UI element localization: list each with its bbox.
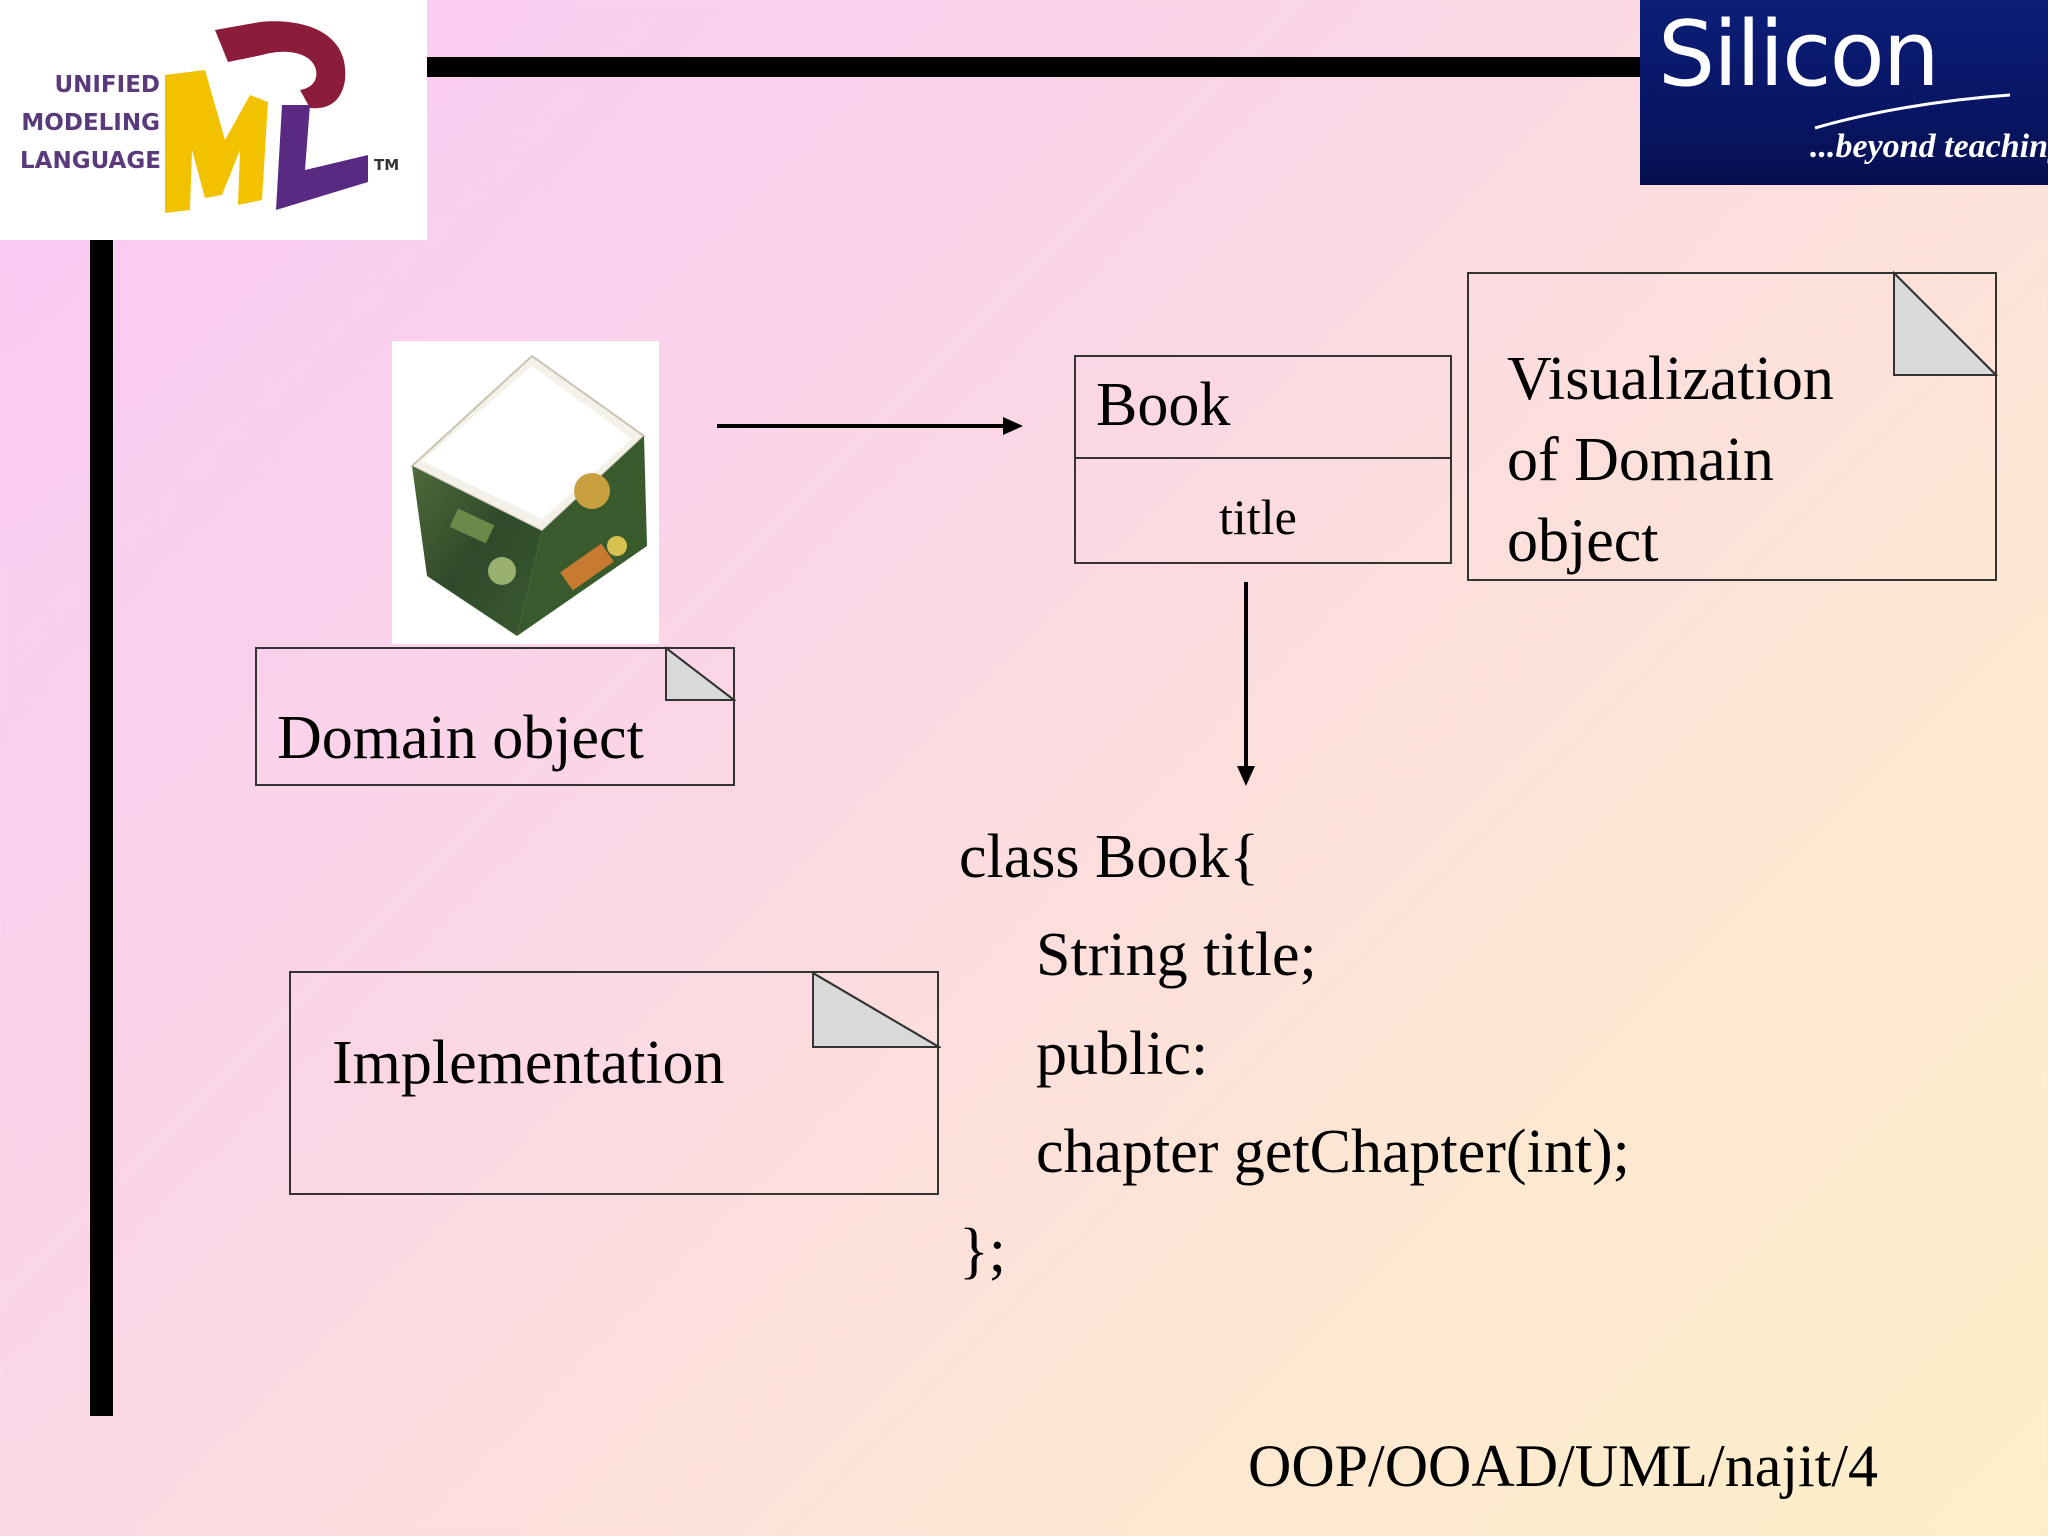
class-name: Book xyxy=(1096,371,1231,439)
trademark-mark: TM xyxy=(374,156,400,174)
left-rule xyxy=(90,238,113,1416)
slide-footer: OOP/OOAD/UML/najit/4 xyxy=(1248,1433,1878,1499)
code-line-access: public: xyxy=(1036,1020,1209,1088)
domain-object-label: Domain object xyxy=(277,704,644,772)
code-line-close: }; xyxy=(959,1217,1006,1285)
book-icon xyxy=(410,354,647,636)
domain-object-note xyxy=(255,647,735,786)
code-line-method: chapter getChapter(int); xyxy=(1036,1118,1630,1186)
silicon-logo-tagline: ...beyond teaching xyxy=(1810,128,2048,165)
class-box xyxy=(1074,355,1452,564)
arrow-right-icon xyxy=(717,417,1023,435)
visualization-line-3: object xyxy=(1507,507,1659,575)
uml-letters-icon xyxy=(165,21,368,213)
uml-logo: UNIFIED MODELING LANGUAGE TM xyxy=(0,0,427,240)
class-attribute: title xyxy=(1219,489,1297,545)
note-fold-icon xyxy=(1893,271,1998,376)
arrow-down-icon xyxy=(1237,582,1255,786)
note-fold-icon xyxy=(812,971,941,1048)
implementation-label: Implementation xyxy=(332,1029,725,1097)
class-box-divider xyxy=(1074,457,1452,459)
note-fold-icon xyxy=(665,646,736,701)
code-line-class: class Book{ xyxy=(959,823,1260,891)
visualization-note xyxy=(1467,272,1997,581)
visualization-line-2: of Domain xyxy=(1507,426,1774,494)
uml-logo-line-unified: UNIFIED xyxy=(54,72,160,98)
silicon-logo-name: Silicon xyxy=(1658,2,1940,107)
uml-logo-line-language: LANGUAGE xyxy=(20,148,161,174)
uml-logo-text: UNIFIED MODELING LANGUAGE xyxy=(20,66,161,180)
uml-logo-line-modeling: MODELING xyxy=(21,110,160,136)
book-photo xyxy=(392,341,659,644)
implementation-note xyxy=(289,971,939,1195)
top-rule xyxy=(427,57,1640,77)
silicon-logo: Silicon ...beyond teaching xyxy=(1640,0,2048,185)
silicon-swoosh-icon xyxy=(1814,93,2011,130)
code-line-field: String title; xyxy=(1036,921,1317,989)
visualization-line-1: Visualization xyxy=(1507,345,1834,413)
